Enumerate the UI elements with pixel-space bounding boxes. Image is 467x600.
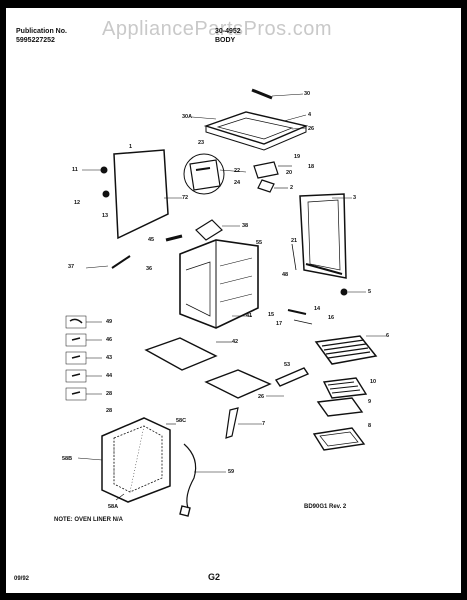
- callout-58b: 58B: [62, 456, 73, 462]
- part-clip-37: [111, 255, 131, 269]
- callout-7: 7: [262, 421, 266, 427]
- part-door-3: [299, 193, 347, 279]
- part-burner-group-23: [183, 153, 225, 195]
- callout-26-mid: 26: [258, 394, 265, 400]
- callout-28: 28: [106, 391, 113, 397]
- callout-11: 11: [72, 167, 78, 173]
- callout-49: 49: [106, 319, 113, 325]
- part-grate-6: [314, 335, 378, 365]
- callout-18: 18: [308, 164, 315, 170]
- part-broiler-pan-10: [322, 377, 368, 399]
- callout-4: 4: [308, 112, 312, 118]
- callout-15: 15: [268, 312, 275, 318]
- callout-6: 6: [386, 333, 390, 339]
- callout-1: 1: [129, 144, 133, 150]
- callout-14: 14: [314, 306, 321, 312]
- callout-12: 12: [74, 200, 81, 206]
- callout-53: 53: [284, 362, 291, 368]
- model-number: 30-4952: [215, 28, 241, 35]
- oven-liner-note: NOTE: OVEN LINER N/A: [54, 517, 124, 523]
- callout-41: 41: [246, 313, 253, 319]
- publication-number: 5995227252: [16, 37, 55, 44]
- callout-8: 8: [368, 423, 372, 429]
- callout-24: 24: [234, 180, 241, 186]
- part-pan-insert-9: [316, 397, 364, 417]
- callout-46: 46: [106, 337, 113, 343]
- diagram-ref-code: BD90G1 Rev. 2: [304, 504, 347, 510]
- callout-36: 36: [146, 266, 153, 272]
- part-foot-7: [225, 407, 239, 439]
- part-side-panel-1: [113, 149, 169, 240]
- callout-13: 13: [102, 213, 109, 219]
- part-broiler-panel-26: [204, 369, 272, 399]
- callout-9: 9: [368, 399, 372, 405]
- callout-21: 21: [291, 238, 298, 244]
- callout-30: 30: [304, 91, 311, 97]
- callout-20: 20: [286, 170, 293, 176]
- callout-43: 43: [106, 355, 113, 361]
- watermark: AppliancePartsPros.com: [102, 18, 332, 40]
- callout-28b: 28: [106, 408, 113, 414]
- part-drawer-8: [312, 427, 366, 451]
- part-rail-53: [274, 367, 310, 387]
- part-bracket-38: [195, 219, 223, 241]
- part-valve-18: [253, 161, 279, 179]
- callout-37: 37: [68, 264, 75, 270]
- callout-59: 59: [228, 469, 235, 475]
- callout-16: 16: [328, 315, 335, 321]
- callout-42: 42: [232, 339, 239, 345]
- callout-5: 5: [368, 289, 372, 295]
- part-rod-30: [251, 88, 273, 100]
- callout-30a: 30A: [182, 114, 193, 120]
- publication-label: Publication No.: [16, 28, 67, 35]
- callout-2: 2: [290, 185, 294, 191]
- callout-19: 19: [294, 154, 301, 160]
- parts-diagram-page: AppliancePartsPros.com Publication No. 5…: [6, 8, 461, 593]
- part-insulation-58: [101, 417, 171, 503]
- page-number: G2: [208, 572, 221, 582]
- part-wire-59: [183, 443, 197, 509]
- callout-44: 44: [106, 373, 113, 379]
- callout-58c: 58C: [176, 418, 187, 424]
- callout-48: 48: [282, 272, 289, 278]
- callout-55: 55: [256, 240, 263, 246]
- callout-3: 3: [353, 195, 357, 201]
- part-tube-14: [287, 309, 307, 315]
- part-igniter-45: [165, 234, 183, 242]
- exploded-view-drawing: [65, 88, 386, 517]
- callout-45: 45: [148, 237, 155, 243]
- callout-58a: 58A: [108, 504, 119, 510]
- callout-72: 72: [182, 195, 189, 201]
- callout-22: 22: [234, 168, 241, 174]
- callout-23: 23: [198, 140, 205, 146]
- callout-26-top: 26: [308, 126, 315, 132]
- publication-date: 09/92: [14, 576, 30, 582]
- callout-38: 38: [242, 223, 249, 229]
- part-bottom-panel-42: [144, 337, 218, 371]
- section-title: BODY: [215, 37, 236, 44]
- callout-10: 10: [370, 379, 377, 385]
- callout-17: 17: [276, 321, 283, 327]
